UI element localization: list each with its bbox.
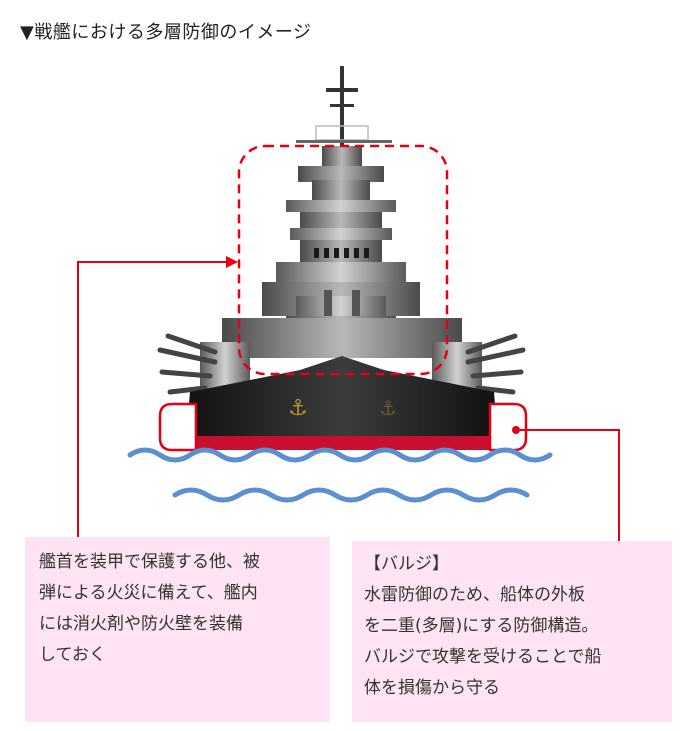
bow-armor-note: 艦首を装甲で保護する他、被 弾による火災に備えて、艦内 には消火剤や防火壁を装備… [25, 537, 330, 722]
water-waves [127, 447, 553, 503]
secondary-guns [157, 333, 526, 395]
bulge-note-text: 水雷防御のため、船体の外板 を二重(多層)にする防御構造。 バルジで攻撃を受ける… [364, 585, 602, 698]
callout-line-bow [77, 256, 238, 540]
anchor-icon: ⚓ [288, 396, 308, 421]
bow-armor-highlight [237, 144, 449, 376]
anchor-icon: ⚓ [379, 396, 397, 420]
bulge [158, 402, 528, 452]
diagram-title: ▼戦艦における多層防御のイメージ [20, 22, 312, 43]
hull [186, 356, 498, 450]
bridge-tower [262, 166, 420, 316]
callout-line-bulge [512, 426, 620, 544]
bow-armor-note-text: 艦首を装甲で保護する他、被 弾による火災に備えて、艦内 には消火剤や防火壁を装備… [39, 552, 260, 665]
bulge-note: 【バルジ】 水雷防御のため、船体の外板 を二重(多層)にする防御構造。 バルジで… [352, 541, 672, 722]
mast [296, 66, 392, 170]
bulge-note-heading: 【バルジ】 [364, 554, 449, 574]
